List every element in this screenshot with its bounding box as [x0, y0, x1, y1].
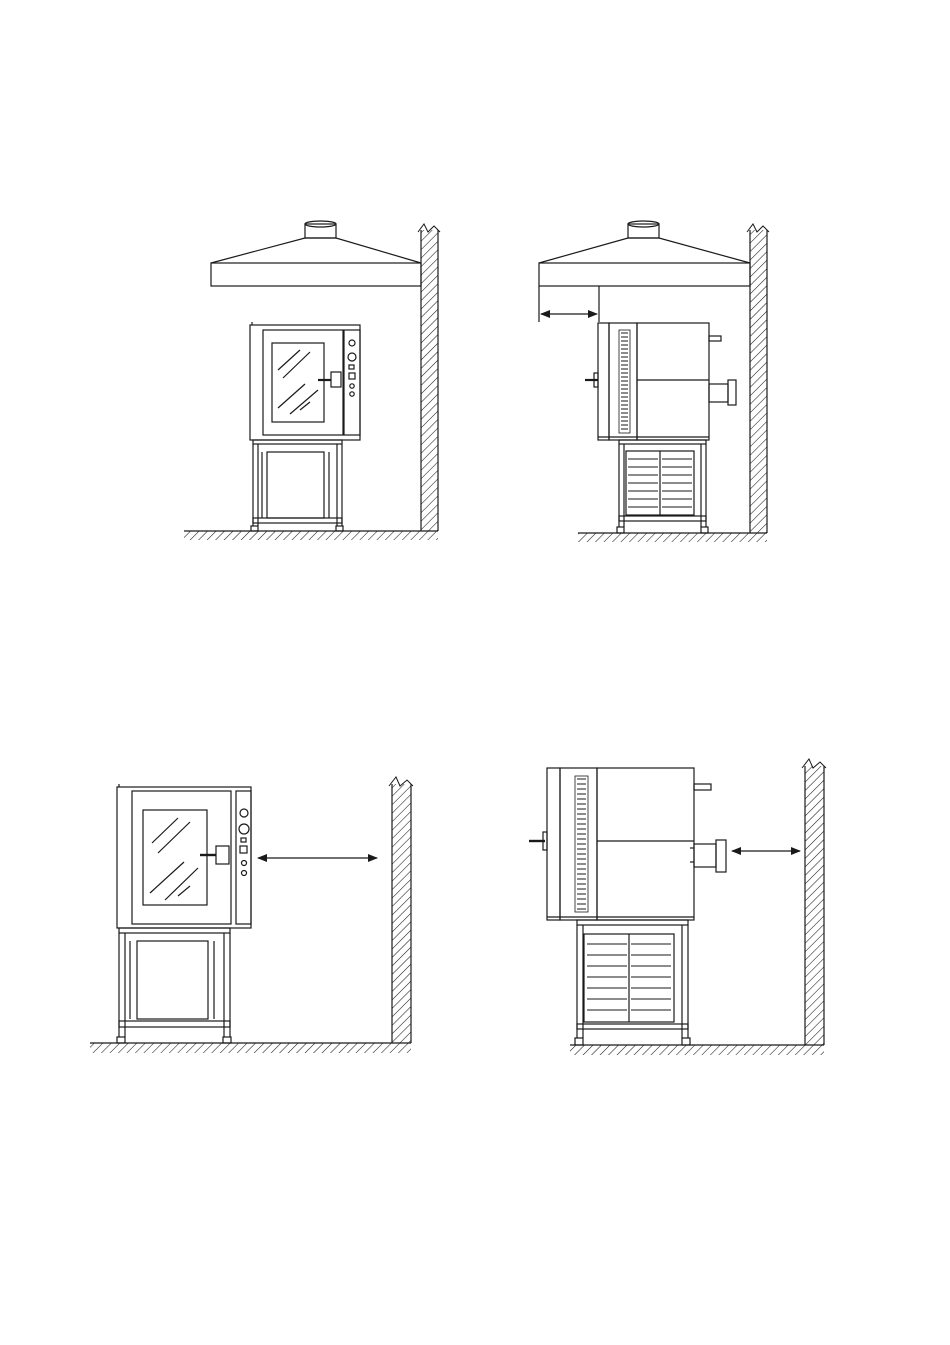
wall [389, 777, 413, 1043]
door-handle [216, 846, 229, 864]
control-button [240, 846, 247, 853]
control-indicator [242, 861, 247, 866]
extraction-hood [539, 221, 750, 322]
oven-front [250, 322, 360, 440]
oven-side [585, 323, 736, 440]
control-indicator [350, 392, 354, 396]
control-knob [349, 340, 355, 346]
front-view-with-hood [184, 221, 440, 540]
floor [570, 1045, 824, 1055]
extraction-hood [211, 221, 421, 286]
control-indicator [242, 871, 247, 876]
door-handle [331, 372, 341, 387]
oven-stand [117, 928, 231, 1043]
floor [184, 531, 438, 540]
oven-stand-side [617, 440, 708, 533]
oven-stand [251, 440, 343, 531]
oven-side [529, 768, 726, 920]
control-knob [239, 824, 249, 834]
floor [578, 533, 767, 542]
oven-stand-side [575, 920, 690, 1045]
front-view-wall-clearance [90, 777, 413, 1053]
control-button [241, 838, 246, 842]
control-button [349, 365, 354, 369]
side-view-with-hood [539, 221, 769, 542]
control-knob [348, 353, 356, 361]
floor [90, 1043, 411, 1053]
control-knob [240, 809, 248, 817]
control-indicator [350, 384, 354, 388]
wall [802, 759, 826, 1045]
control-button [349, 373, 355, 379]
oven-front [117, 784, 251, 928]
side-view-wall-clearance [529, 759, 826, 1055]
